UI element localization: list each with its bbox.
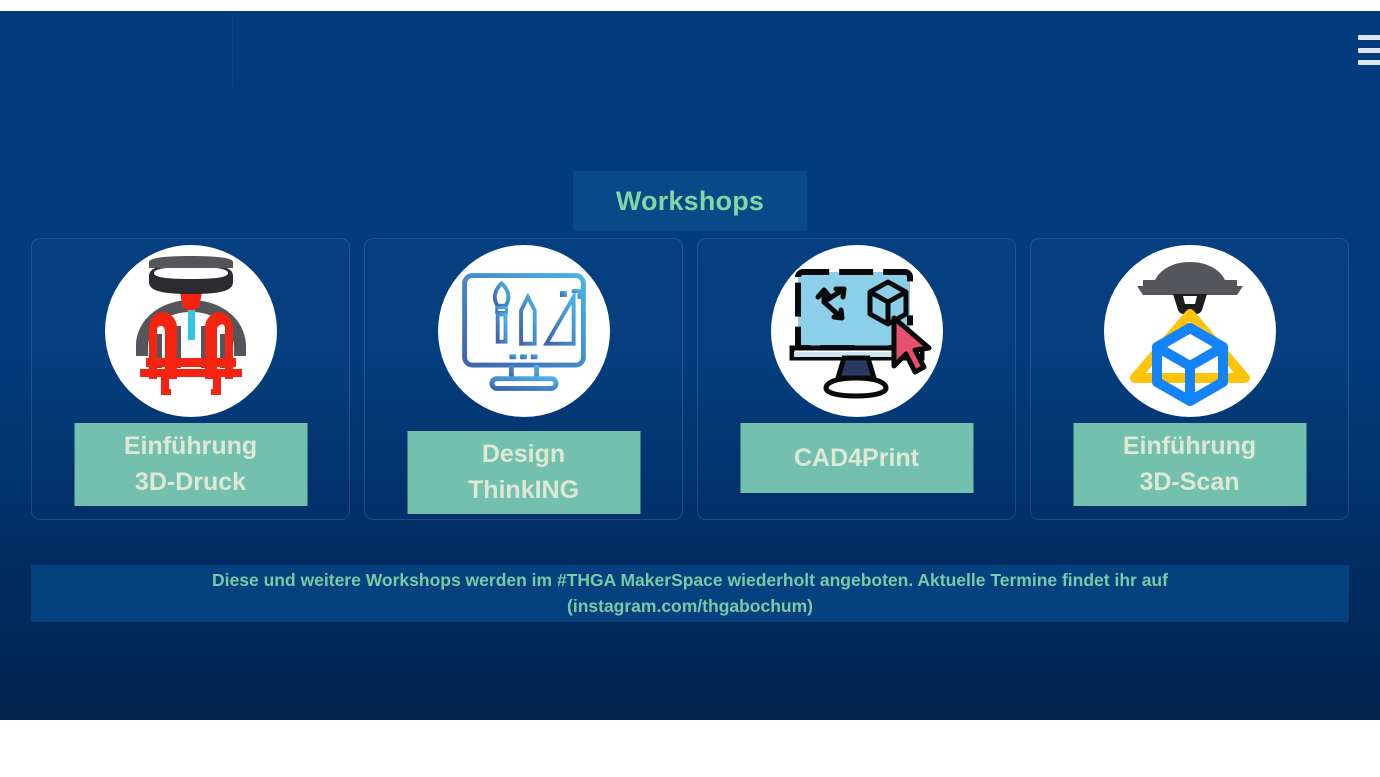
header-left-panel	[0, 11, 233, 87]
workshop-label-line2: ThinkING	[467, 476, 580, 505]
hamburger-menu-icon[interactable]	[1358, 35, 1380, 65]
icon-badge	[770, 245, 943, 417]
design-monitor-icon	[461, 273, 586, 391]
cad-monitor-cursor-icon	[789, 269, 931, 399]
workshop-label-line1: Einführung	[123, 432, 258, 460]
workshop-card-design-thinking[interactable]: Design ThinkING	[364, 238, 683, 520]
3d-printer-icon	[135, 256, 246, 395]
section-tab: Workshops	[573, 171, 807, 231]
workshop-label-line1: CAD4Print	[793, 444, 919, 472]
workshop-card-grid: Einführung 3D-Druck	[31, 238, 1349, 520]
icon-badge	[437, 245, 610, 417]
bottom-white-strip	[0, 720, 1380, 777]
icon-badge	[1103, 245, 1276, 417]
workshop-card-cad4print[interactable]: CAD4Print	[697, 238, 1016, 520]
site-header	[0, 11, 1380, 87]
hamburger-bar-3	[1358, 60, 1380, 65]
notice-text: Diese und weitere Workshops werden im #T…	[212, 569, 1168, 616]
workshop-label: CAD4Print	[740, 423, 973, 494]
workshop-label-line2: 3D-Scan	[1139, 468, 1240, 497]
main-content-area: Workshops	[0, 87, 1380, 720]
workshop-label: Einführung 3D-Scan	[1073, 423, 1306, 506]
hamburger-bar-2	[1358, 47, 1380, 53]
hamburger-bar-1	[1358, 35, 1380, 40]
page-title: Workshops	[573, 171, 807, 231]
workshop-label: Einführung 3D-Druck	[74, 423, 307, 506]
workshop-card-einfuehrung-3d-druck[interactable]: Einführung 3D-Druck	[31, 238, 350, 520]
icon-badge	[104, 245, 277, 417]
workshop-card-einfuehrung-3d-scan[interactable]: Einführung 3D-Scan	[1030, 238, 1349, 520]
workshop-label-line1: Design	[481, 440, 566, 468]
notice-banner: Diese und weitere Workshops werden im #T…	[31, 565, 1349, 622]
workshop-label: Design ThinkING	[407, 431, 640, 514]
top-white-strip	[0, 0, 1380, 11]
workshop-label-line2: 3D-Druck	[134, 468, 247, 497]
3d-scanner-icon	[1129, 262, 1250, 406]
workshop-label-line1: Einführung	[1122, 432, 1257, 460]
